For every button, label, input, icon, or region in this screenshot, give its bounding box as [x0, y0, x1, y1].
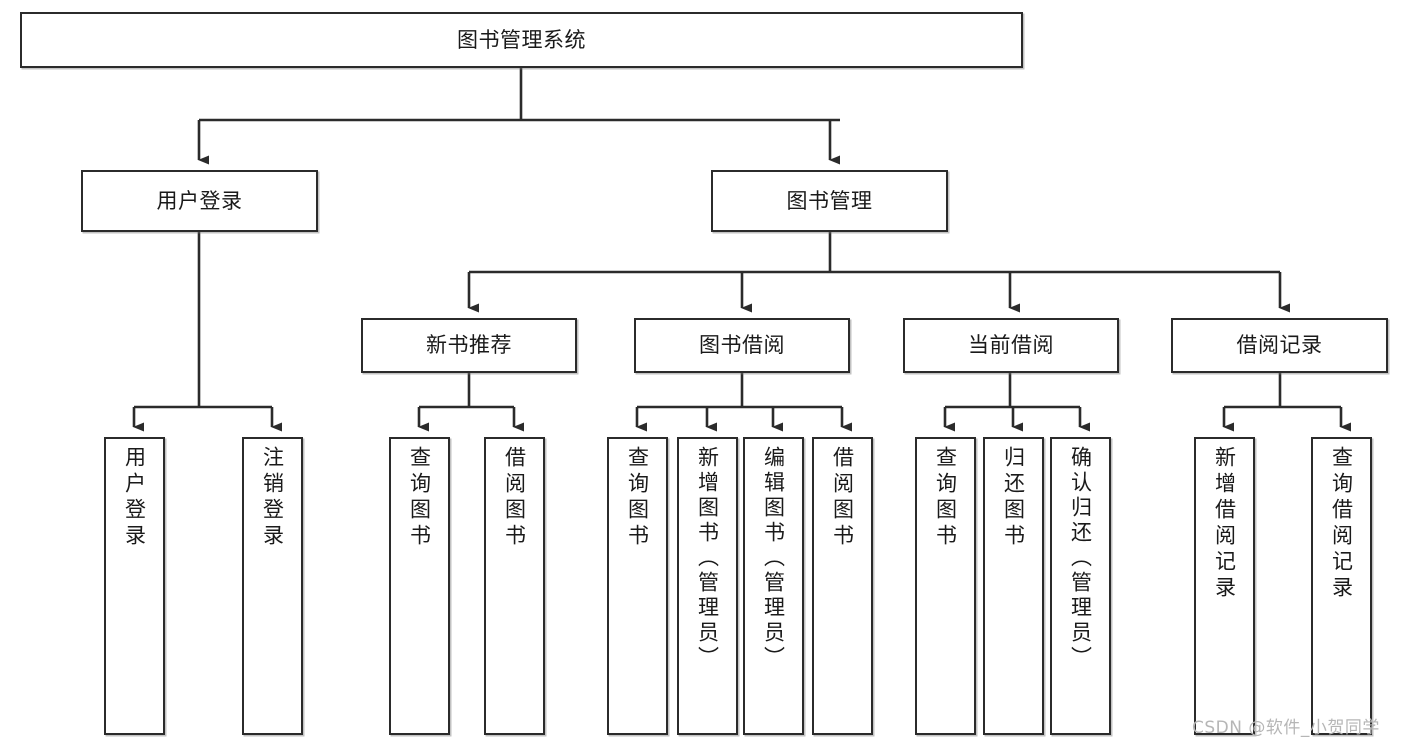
node-leaf-borrow-book-1-label: 借阅图书 [502, 446, 527, 550]
node-new-book-recommend-label: 新书推荐 [426, 333, 512, 358]
node-leaf-query-book-1[interactable]: 查询图书 [389, 437, 450, 735]
node-leaf-user-login[interactable]: 用户登录 [104, 437, 165, 735]
node-leaf-query-book-3-label: 查询图书 [933, 446, 958, 550]
node-book-management-label: 图书管理 [786, 188, 873, 213]
node-leaf-confirm-return[interactable]: 确认归还（管理员） [1050, 437, 1111, 735]
node-borrow-record[interactable]: 借阅记录 [1171, 318, 1388, 373]
node-book-borrow[interactable]: 图书借阅 [634, 318, 850, 373]
node-leaf-query-book-1-label: 查询图书 [407, 446, 432, 550]
node-root-label: 图书管理系统 [457, 27, 586, 52]
node-root[interactable]: 图书管理系统 [20, 12, 1023, 68]
node-leaf-logout-label: 注销登录 [260, 446, 285, 550]
node-leaf-query-record-label: 查询借阅记录 [1329, 446, 1354, 602]
node-leaf-return-book[interactable]: 归还图书 [983, 437, 1044, 735]
node-leaf-add-record-label: 新增借阅记录 [1212, 446, 1237, 602]
node-leaf-return-book-label: 归还图书 [1001, 446, 1026, 550]
node-leaf-query-book-3[interactable]: 查询图书 [915, 437, 976, 735]
node-book-management[interactable]: 图书管理 [711, 170, 948, 232]
node-leaf-borrow-book-1[interactable]: 借阅图书 [484, 437, 545, 735]
node-leaf-query-record[interactable]: 查询借阅记录 [1311, 437, 1372, 735]
node-leaf-edit-book-label: 编辑图书（管理员） [761, 446, 786, 671]
node-book-borrow-label: 图书借阅 [699, 333, 785, 358]
node-new-book-recommend[interactable]: 新书推荐 [361, 318, 577, 373]
node-leaf-borrow-book-2[interactable]: 借阅图书 [812, 437, 873, 735]
node-leaf-user-login-label: 用户登录 [122, 446, 147, 550]
node-leaf-edit-book[interactable]: 编辑图书（管理员） [743, 437, 804, 735]
node-leaf-borrow-book-2-label: 借阅图书 [830, 446, 855, 550]
node-leaf-logout[interactable]: 注销登录 [242, 437, 303, 735]
node-current-borrow-label: 当前借阅 [968, 333, 1054, 358]
node-leaf-add-record[interactable]: 新增借阅记录 [1194, 437, 1255, 735]
node-current-borrow[interactable]: 当前借阅 [903, 318, 1119, 373]
node-leaf-query-book-2-label: 查询图书 [625, 446, 650, 550]
node-leaf-add-book[interactable]: 新增图书（管理员） [677, 437, 738, 735]
node-leaf-confirm-return-label: 确认归还（管理员） [1068, 446, 1093, 671]
node-user-login-label: 用户登录 [156, 188, 243, 213]
node-user-login[interactable]: 用户登录 [81, 170, 318, 232]
node-borrow-record-label: 借阅记录 [1236, 333, 1323, 358]
node-leaf-add-book-label: 新增图书（管理员） [695, 446, 720, 671]
node-leaf-query-book-2[interactable]: 查询图书 [607, 437, 668, 735]
csdn-watermark: CSDN @软件_小贺同学 [1192, 718, 1380, 738]
